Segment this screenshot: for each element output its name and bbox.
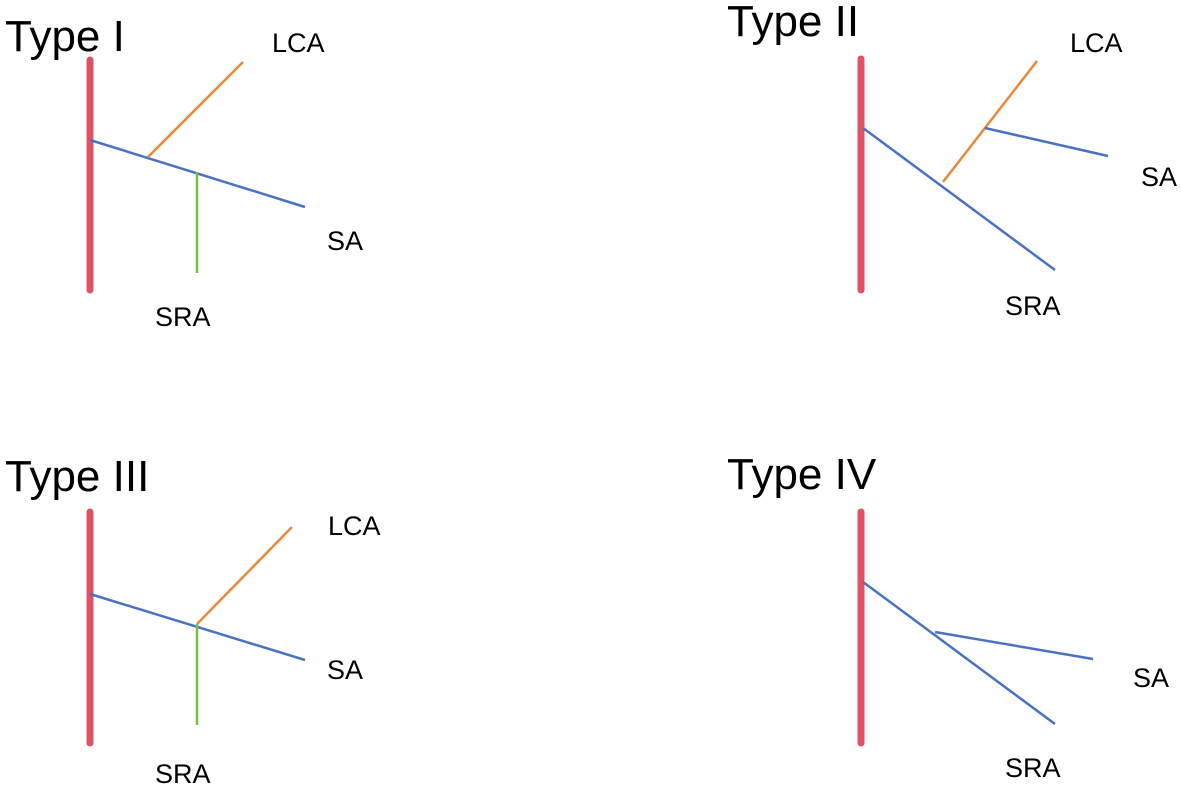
sra-label: SRA	[1005, 291, 1061, 321]
lca-vessel	[196, 526, 293, 625]
lca-label: LCA	[272, 28, 325, 58]
panel-type-1-vessels	[86, 56, 306, 294]
sa-label: SA	[1133, 663, 1170, 693]
panel-type-3-vessels	[86, 508, 306, 747]
sra-label: SRA	[155, 759, 211, 789]
lca-vessel	[147, 61, 244, 158]
panel-title: Type IV	[727, 450, 877, 499]
panel-type-2-vessels	[857, 55, 1109, 294]
panel-title: Type II	[727, 0, 860, 46]
lca-vessel	[942, 60, 1038, 183]
sra-label: SRA	[1005, 753, 1061, 783]
panel-title: Type III	[5, 452, 150, 501]
sa-label: SA	[1141, 162, 1178, 192]
sa-vessel	[984, 126, 1109, 158]
sra-label: SRA	[155, 302, 211, 332]
lca-label: LCA	[1070, 28, 1123, 58]
lca-label: LCA	[328, 511, 381, 541]
panel-title: Type I	[5, 12, 125, 61]
panel-type-4-vessels	[857, 508, 1094, 747]
sra-vessel	[862, 126, 1056, 272]
sra-vessel	[862, 580, 1056, 726]
sa-label: SA	[327, 226, 364, 256]
sa-vessel	[934, 630, 1094, 661]
sa-label: SA	[327, 655, 364, 685]
